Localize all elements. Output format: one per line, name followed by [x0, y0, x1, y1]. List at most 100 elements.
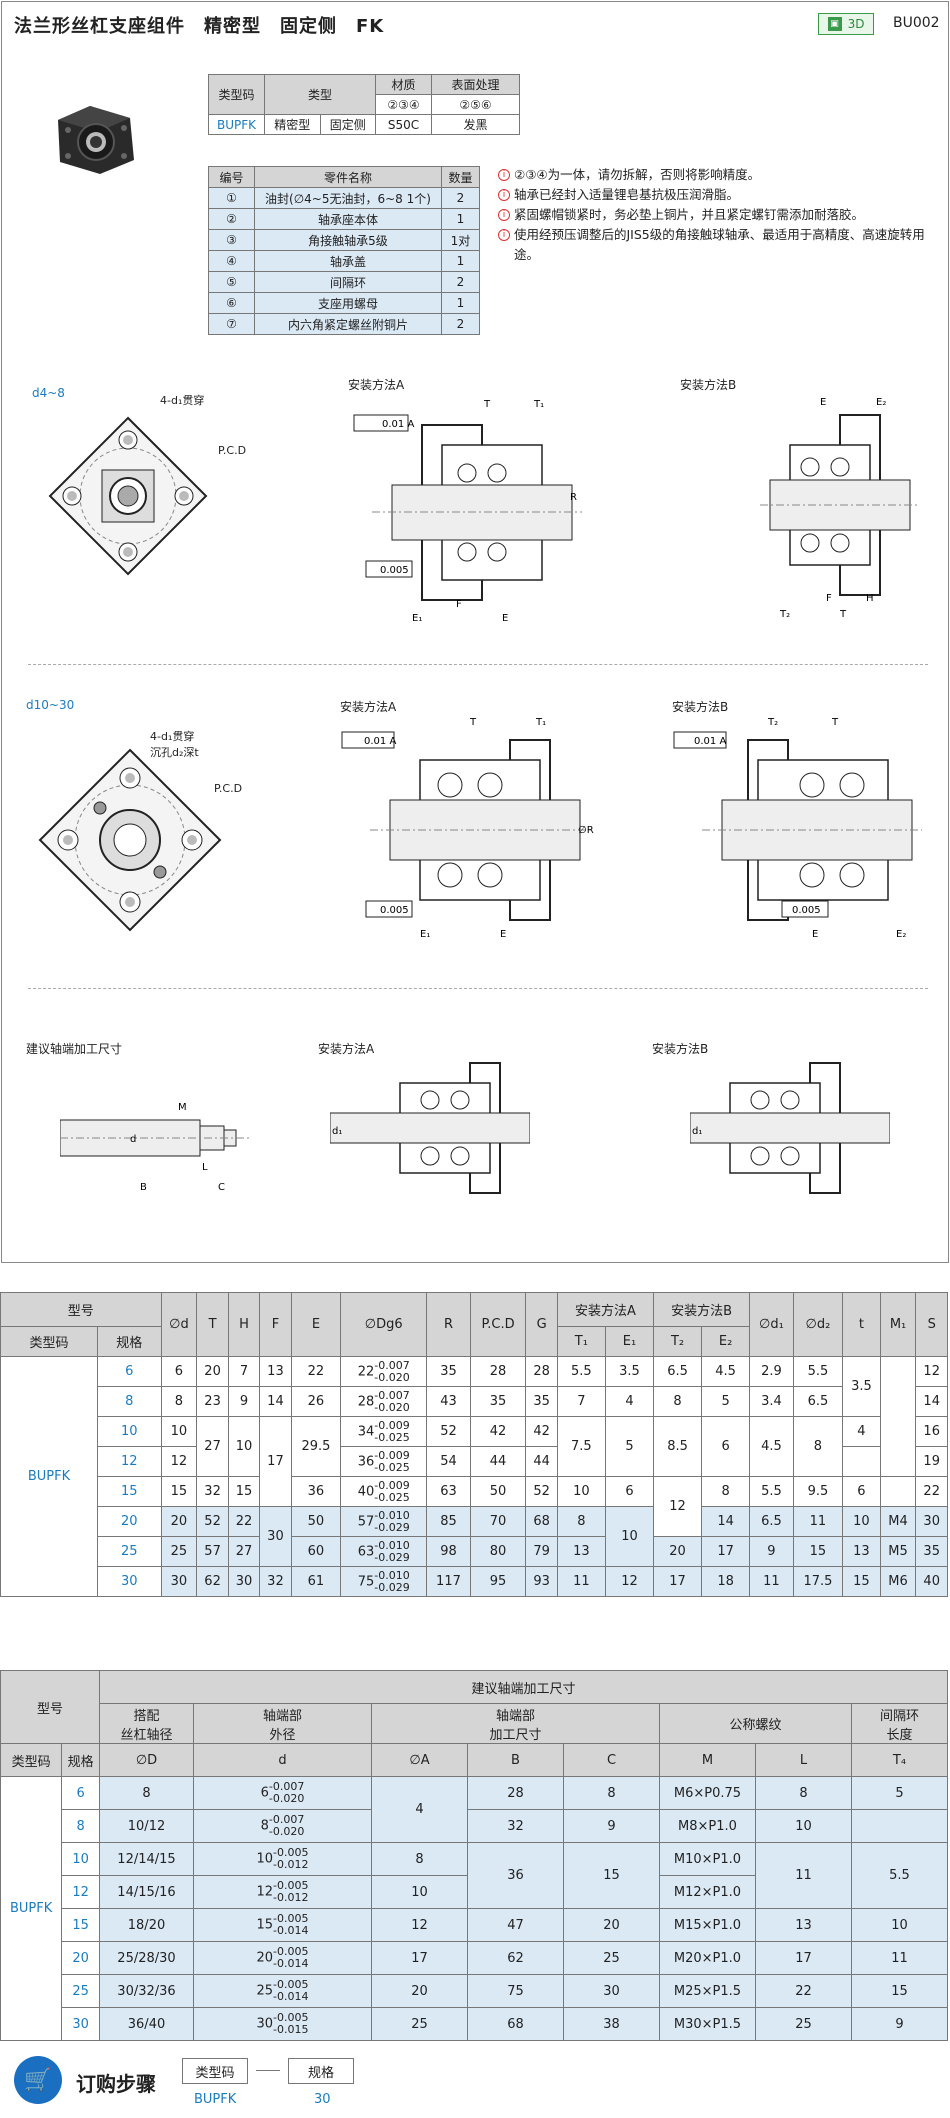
svg-text:T: T	[831, 717, 839, 728]
parts-cell: 间隔环	[254, 271, 442, 293]
dg6-cell: 22-0.007-0.020	[340, 1356, 428, 1387]
spec-cell: 6	[604, 1476, 655, 1507]
spec-cell: 5	[604, 1416, 655, 1477]
spec-cell: 5.5	[556, 1356, 606, 1387]
shaft-cell: 12/14/15	[99, 1842, 194, 1876]
shaft-cell: 20	[371, 1974, 468, 2008]
dg6-cell: 36-0.009-0.025	[340, 1446, 428, 1477]
shaft-cell: 5	[851, 1776, 948, 1810]
spec-cell: 27	[196, 1416, 229, 1477]
shaft-cell: 28	[467, 1776, 564, 1810]
parts-cell: 2	[441, 313, 480, 335]
svg-text:E₁: E₁	[412, 613, 422, 624]
spec-cell: M5	[879, 1536, 917, 1567]
spec-cell: 35	[915, 1536, 948, 1567]
size-cell: 15	[61, 1908, 100, 1942]
od-cell: 20-0.005-0.014	[193, 1941, 372, 1975]
parts-cell: 轴承座本体	[254, 208, 442, 230]
spec-cell: 6.5	[792, 1386, 844, 1417]
od-tolerance: -0.005-0.012	[273, 1880, 308, 1904]
spec-cell: 20	[196, 1356, 229, 1387]
spec-cell: 3.5	[604, 1356, 655, 1387]
dg6-value: 22	[357, 1364, 375, 1379]
spec-cell: 30	[160, 1566, 198, 1597]
od-tolerance: -0.005-0.012	[273, 1847, 308, 1871]
parts-cell: 角接触轴承5级	[254, 229, 442, 251]
od-value: 10	[256, 1851, 274, 1867]
spec-cell: 95	[469, 1566, 527, 1597]
tol-lower: -0.014	[273, 1957, 309, 1970]
connector	[256, 2070, 280, 2071]
spec-cell: 6	[842, 1476, 881, 1507]
svg-text:∅R: ∅R	[578, 825, 594, 836]
spec-cell: 17	[652, 1566, 703, 1597]
parts-cell: 1	[441, 292, 480, 314]
od-tolerance: -0.005-0.014	[273, 1913, 308, 1937]
shaft-cell: 15	[851, 1974, 948, 2008]
spec-cell: 52	[196, 1506, 229, 1537]
tol-upper: -0.010	[374, 1568, 410, 1582]
3d-badge[interactable]: ▣3D	[818, 13, 874, 35]
shaft-label: 建议轴端加工尺寸	[26, 1042, 123, 1056]
hole-label: 4-d₁贯穿	[160, 394, 205, 407]
dg6-cell: 34-0.009-0.025	[340, 1416, 428, 1447]
spec-cell: 8	[556, 1506, 606, 1537]
spec-cell: 93	[525, 1566, 558, 1597]
od-tolerance: -0.007-0.020	[269, 1814, 304, 1838]
header-model: 型号	[0, 1670, 100, 1744]
spec-cell: 20	[652, 1536, 703, 1567]
svg-text:0.01 A: 0.01 A	[364, 736, 396, 747]
spec-cell: 43	[426, 1386, 471, 1417]
info-icon: i	[498, 169, 510, 181]
spec-cell: 22	[227, 1506, 261, 1537]
shaft-cell: M15×P1.0	[659, 1908, 756, 1942]
od-cell: 10-0.005-0.012	[193, 1842, 372, 1876]
spec-cell: 19	[915, 1446, 948, 1477]
tol-lower: -0.025	[374, 1460, 410, 1474]
size-cell: 12	[61, 1875, 100, 1909]
od-value: 6	[260, 1785, 269, 1801]
spec-cell: 8	[701, 1476, 751, 1507]
spec-cell: 8.5	[652, 1416, 703, 1477]
od-tolerance: -0.005-0.015	[273, 2012, 308, 2036]
dg6-value: 36	[357, 1454, 375, 1469]
spec-cell: 7	[556, 1386, 606, 1417]
shaft-cell: 20	[563, 1908, 660, 1942]
od-tolerance: -0.005-0.014	[273, 1979, 308, 2003]
spec-table: 型号 ∅d T H F E ∅Dg6 R P.C.D G 安装方法A 安装方法B…	[0, 1292, 948, 1597]
od-cell: 30-0.005-0.015	[193, 2007, 372, 2041]
tol-upper: -0.005	[273, 2011, 309, 2024]
spec-cell: 4.5	[701, 1356, 751, 1387]
size-cell: 15	[96, 1476, 162, 1507]
spec-cell: 79	[525, 1536, 558, 1567]
od-cell: 25-0.005-0.014	[193, 1974, 372, 2008]
tol-upper: -0.005	[273, 1879, 309, 1892]
dg6-value: 63	[357, 1544, 375, 1559]
header-spacer: 间隔环 长度	[851, 1703, 948, 1744]
spec-cell: 44	[469, 1446, 527, 1477]
spec-cell: 52	[426, 1416, 471, 1447]
surface-value: 发黑	[431, 114, 520, 135]
shaft-cell: 68	[467, 2007, 564, 2041]
shaft-cell: 5.5	[851, 1842, 948, 1909]
order-box-code: 类型码	[182, 2058, 248, 2084]
spec-cell: 6.5	[652, 1356, 703, 1387]
shaft-cell: 15	[563, 1842, 660, 1909]
od-value: 8	[260, 1818, 269, 1834]
header-D: ∅D	[99, 1743, 194, 1777]
size-cell: 12	[96, 1446, 162, 1477]
spec-cell: 10	[227, 1416, 261, 1477]
parts-cell: ④	[208, 250, 255, 272]
header-S: S	[915, 1292, 948, 1357]
dg6-cell: 28-0.007-0.020	[340, 1386, 428, 1417]
od-value: 20	[256, 1950, 274, 1966]
